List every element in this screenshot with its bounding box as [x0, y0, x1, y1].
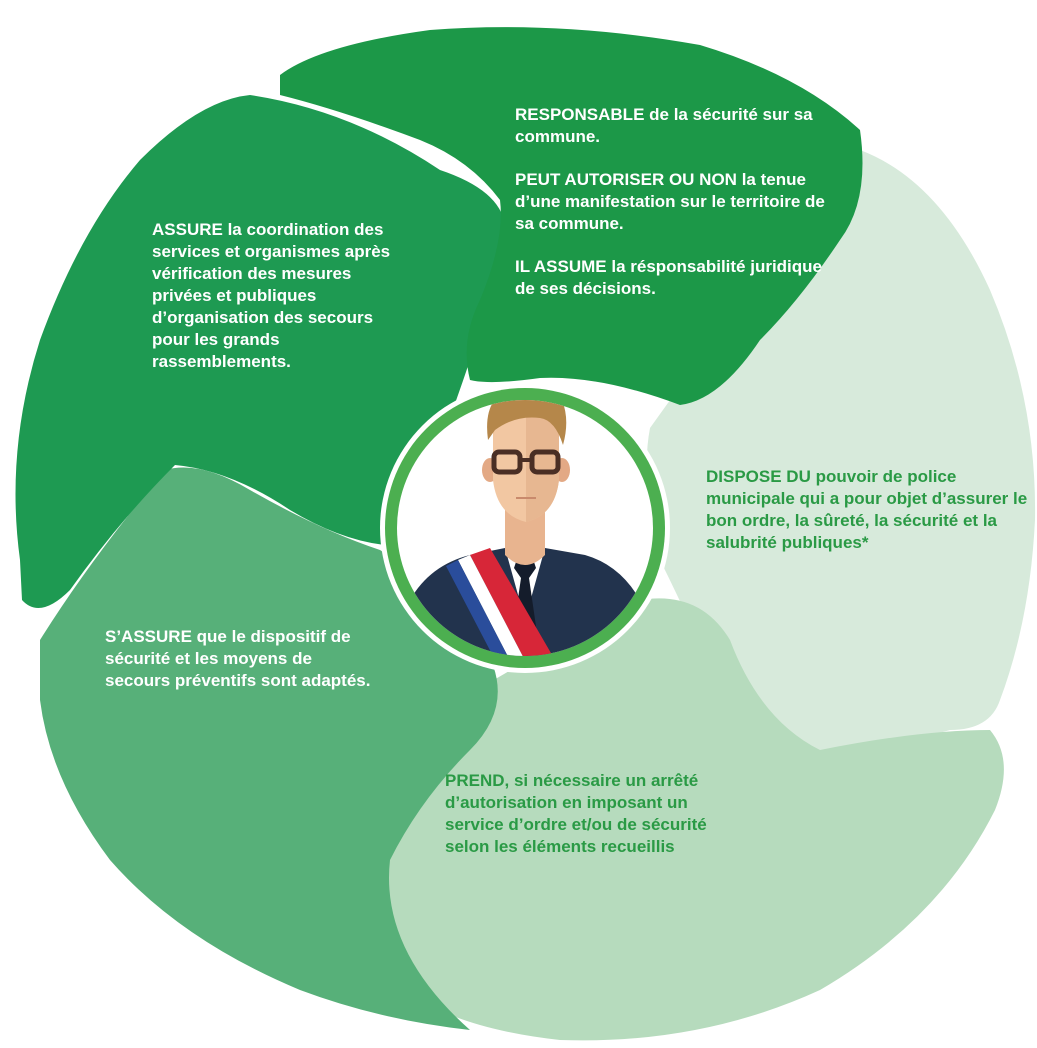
petal-top: [280, 27, 863, 406]
top-paragraph-1: RESPONSABLE de la sécurité sur sa commun…: [515, 104, 835, 148]
top-p2-lead: PEUT AUTORISER OU NON: [515, 170, 737, 189]
petal-bottom-left: [40, 467, 498, 1030]
top-p1-rest: de la sécurité sur sa commune.: [515, 105, 813, 146]
petal-bottom-left-text: S’ASSURE que le dispositif de sécurité e…: [105, 626, 380, 692]
mayor-with-sash-icon: [380, 383, 670, 673]
left-rest: la coordination des services et organism…: [152, 220, 391, 371]
bottom-left-lead: S’ASSURE: [105, 627, 192, 646]
petal-top-text: RESPONSABLE de la sécurité sur sa commun…: [515, 104, 835, 300]
petal-left: [15, 95, 505, 608]
top-p1-lead: RESPONSABLE: [515, 105, 645, 124]
right-lead: DISPOSE DU: [706, 467, 811, 486]
bottom-left-rest: que le dispositif de sécurité et les moy…: [105, 627, 371, 690]
petal-bottom: [380, 598, 1004, 1041]
bottom-rest: si nécessaire un arrêté d’autorisation e…: [445, 771, 707, 856]
top-p3-lead: IL ASSUME: [515, 257, 607, 276]
left-lead: ASSURE: [152, 220, 223, 239]
bottom-lead: PREND,: [445, 771, 510, 790]
top-p3-rest: la résponsabilité juridique de ses décis…: [515, 257, 823, 298]
right-rest: pouvoir de police municipale qui a pour …: [706, 467, 1028, 552]
top-p2-rest: la tenue d’une manifestation sur le terr…: [515, 170, 825, 233]
petal-right-text: DISPOSE DU pouvoir de police municipale …: [706, 466, 1034, 554]
petal-bottom-text: PREND, si nécessaire un arrêté d’autoris…: [445, 770, 725, 858]
top-paragraph-3: IL ASSUME la résponsabilité juridique de…: [515, 256, 835, 300]
petal-left-text: ASSURE la coordination des services et o…: [152, 219, 392, 373]
top-paragraph-2: PEUT AUTORISER OU NON la tenue d’une man…: [515, 169, 835, 235]
